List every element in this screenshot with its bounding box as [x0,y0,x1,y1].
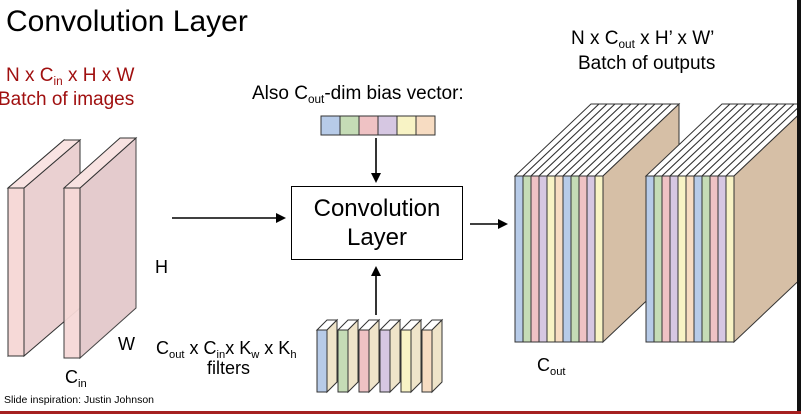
output-slice [644,103,732,343]
output-slice [652,103,740,343]
output-volume-first [513,102,681,344]
output-shape-label: N x Cout x H’ x W’ [571,28,715,52]
input-height-label: H [155,257,168,277]
output-slice [537,103,625,343]
arrow-layer-to-output [470,219,508,229]
input-width-label: W [118,334,135,354]
arrow-bias-to-layer [371,138,381,183]
output-slice [561,103,649,343]
bias-cell [415,115,436,136]
bias-vector [320,115,436,136]
right-edge-rule [797,0,801,411]
filter-stack [315,318,444,394]
filter-kernel [336,318,360,394]
convolution-layer-box: Convolution Layer [291,186,463,260]
slide-credit: Slide inspiration: Justin Johnson [4,394,155,406]
bias-cell [358,115,379,136]
output-slice [593,103,681,343]
output-volume-second [644,103,801,344]
filters-shape-label: Cout x Cinx Kw x Kh [156,338,297,361]
filter-kernel [357,318,381,394]
output-channels-label: Cout [537,355,566,378]
input-channels-label: Cin [65,367,87,390]
layer-box-line2: Layer [346,224,408,251]
bias-cell [396,115,417,136]
output-face [733,111,801,344]
input-caption: Batch of images [0,89,135,110]
output-slice [569,103,657,343]
output-slice [660,103,748,343]
bias-cell [339,115,360,136]
bias-label: Also Cout-dim bias vector: [252,83,464,107]
bias-cell [320,115,341,136]
output-slice [676,103,764,343]
output-caption: Batch of outputs [578,53,716,74]
output-slice [724,104,801,343]
filter-kernel [399,318,423,394]
output-slice [585,103,673,343]
filters-caption: filters [207,358,251,378]
arrow-input-to-layer [172,213,286,223]
filter-kernel [420,318,444,394]
bottom-accent-rule [0,411,801,414]
filter-kernel [378,318,402,394]
slide-title: Convolution Layer [6,5,248,38]
input-image-back [62,136,138,360]
output-slice [529,103,617,343]
arrow-filters-to-layer [371,266,381,315]
bias-cell [377,115,398,136]
layer-box-line1: Convolution [313,195,441,222]
filter-kernel [315,318,339,394]
input-shape-label: N x Cin x H x W [6,65,135,89]
output-slice [553,103,641,343]
